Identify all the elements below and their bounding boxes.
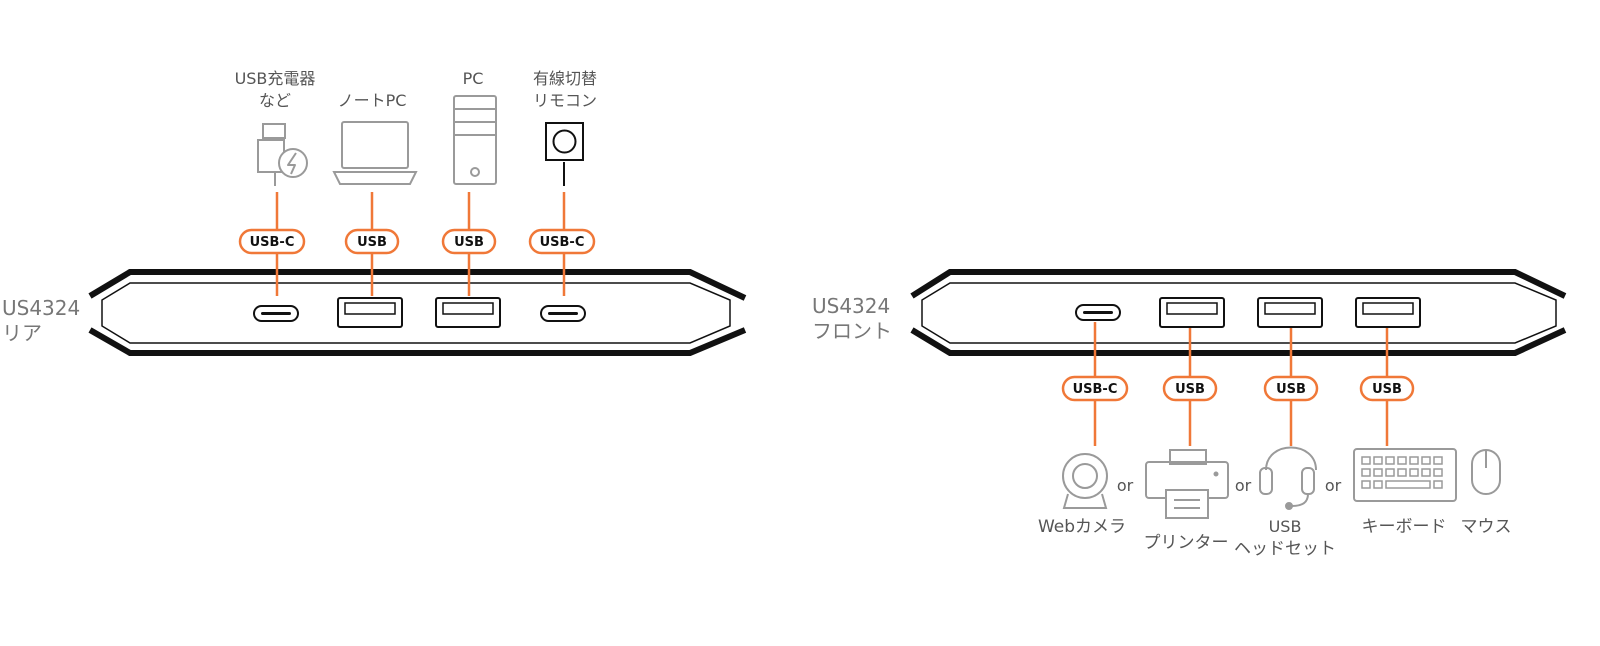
rear-badge-4: USB-C (528, 228, 596, 255)
front-unit: US4324 フロント USB-C (812, 269, 1567, 559)
pc-tower-icon (453, 95, 497, 185)
front-badge-2: USB (1162, 375, 1218, 402)
headset-icon (1259, 446, 1317, 510)
rear-badge-4-text: USB-C (540, 235, 585, 250)
rear-unit: US4324 リア USB-C (2, 69, 747, 356)
rear-label-2: ノートPC (338, 91, 407, 110)
or-label-2: or (1235, 476, 1252, 495)
rear-badge-3-text: USB (454, 235, 484, 250)
remote-icon (545, 122, 584, 161)
front-name-line2: フロント (812, 319, 892, 343)
front-name-line1: US4324 (812, 294, 890, 318)
front-body-outer-bottom (910, 327, 1567, 356)
rear-body-outer-bottom (88, 327, 747, 356)
rear-port-1 (253, 305, 299, 322)
front-connection-lines (1093, 322, 1389, 446)
front-badge-3: USB (1263, 375, 1319, 402)
front-port-2 (1159, 297, 1225, 328)
front-port-4 (1355, 297, 1421, 328)
front-label-1: Webカメラ (1038, 517, 1126, 537)
front-label-4a: キーボード (1362, 517, 1447, 537)
front-label-3-line2: ヘッドセット (1234, 539, 1336, 559)
printer-icon (1145, 449, 1229, 519)
front-port-3 (1257, 297, 1323, 328)
rear-port-4 (540, 305, 586, 322)
rear-body-outer (88, 269, 747, 301)
laptop-icon (332, 121, 418, 185)
keyboard-icon (1353, 448, 1457, 502)
front-badge-4: USB (1359, 375, 1415, 402)
front-body-outer (910, 269, 1567, 299)
rear-badge-2: USB (344, 228, 400, 255)
rear-badge-1: USB-C (238, 228, 306, 255)
rear-name-line2: リア (2, 321, 42, 345)
rear-body-inner (101, 282, 731, 344)
front-label-4b: マウス (1461, 517, 1512, 537)
or-label-3: or (1325, 476, 1342, 495)
rear-badge-2-text: USB (357, 235, 387, 250)
front-badge-1: USB-C (1061, 375, 1129, 402)
rear-connection-lines (275, 192, 566, 296)
front-body-inner (921, 282, 1557, 344)
rear-port-3 (435, 297, 501, 328)
front-badge-4-text: USB (1372, 382, 1402, 397)
charger-icon (257, 123, 308, 186)
mouse-icon (1471, 449, 1501, 495)
front-badge-3-text: USB (1276, 382, 1306, 397)
rear-label-3: PC (463, 69, 484, 88)
rear-label-4-line2: リモコン (533, 91, 597, 110)
rear-label-4-line1: 有線切替 (533, 69, 597, 88)
rear-name-line1: US4324 (2, 296, 80, 320)
front-label-2: プリンター (1144, 533, 1229, 553)
rear-label-1-line2: など (259, 91, 291, 110)
front-badge-1-text: USB-C (1073, 382, 1118, 397)
rear-port-2 (337, 297, 403, 328)
front-label-3-line1: USB (1269, 517, 1302, 536)
webcam-icon (1062, 453, 1108, 509)
front-port-1 (1075, 304, 1121, 321)
or-label-1: or (1117, 476, 1134, 495)
rear-badge-1-text: USB-C (250, 235, 295, 250)
rear-badge-3: USB (441, 228, 497, 255)
front-badge-2-text: USB (1175, 382, 1205, 397)
rear-label-1-line1: USB充電器 (235, 69, 316, 88)
